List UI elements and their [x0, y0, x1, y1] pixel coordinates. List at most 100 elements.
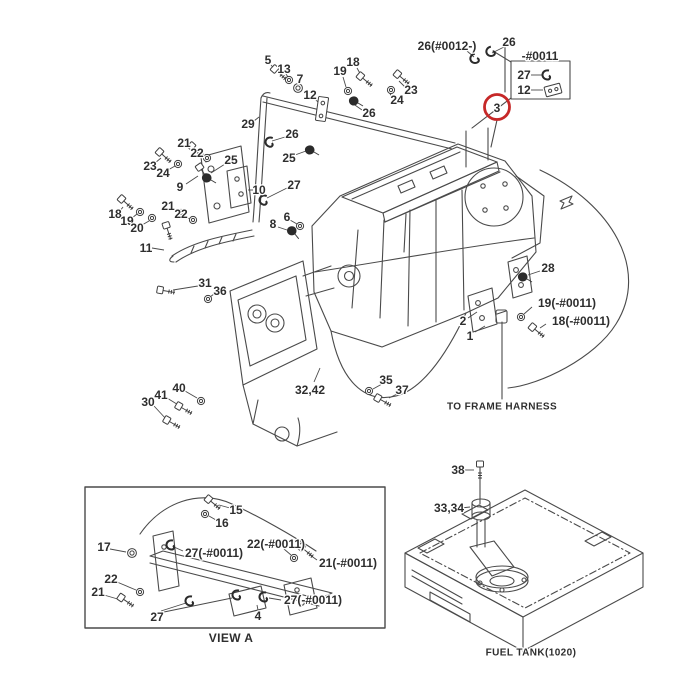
leader-line — [116, 581, 137, 591]
part-number-label: 30 — [141, 395, 155, 409]
bolt-icon — [162, 415, 181, 429]
engine-block — [312, 144, 536, 398]
plate-icon — [315, 96, 329, 122]
highlight-layer — [483, 93, 511, 121]
part-number-label: 23 — [143, 159, 157, 173]
leader-line — [256, 604, 259, 611]
part-number-label: 37 — [395, 383, 409, 397]
part-number-label: 15 — [229, 503, 243, 517]
bolt-icon — [156, 285, 175, 295]
serial-callout-box — [472, 45, 570, 147]
leader-line — [151, 247, 165, 251]
diagram-line-art — [85, 45, 643, 651]
caption: TO FRAME HARNESS — [447, 402, 557, 413]
part-number-label: 31 — [198, 276, 212, 290]
part-number-label: 21(-#0011) — [319, 556, 377, 570]
leader-line — [160, 602, 187, 612]
clamp-icon — [287, 226, 300, 240]
leader-line — [277, 226, 288, 231]
leader-line — [185, 175, 199, 185]
part-number-label: 22 — [190, 146, 204, 160]
part-number-label: 19 — [120, 214, 134, 228]
part-number-label: 32,42 — [295, 383, 325, 397]
leader-line — [131, 213, 138, 219]
small-parts — [116, 45, 563, 608]
bolt-icon — [392, 69, 410, 85]
part-number-label: 21 — [177, 136, 191, 150]
bolt-icon — [527, 322, 545, 338]
bolt-icon — [203, 494, 221, 510]
washer-icon — [147, 213, 157, 223]
leader-line — [294, 150, 307, 156]
part-number-label: 2 — [460, 314, 467, 328]
part-number-label: 18(-#0011) — [552, 314, 610, 328]
part-number-label: 20 — [130, 221, 144, 235]
part-number-label: 27(-#0011) — [284, 593, 342, 607]
caption: VIEW A — [209, 631, 254, 645]
washer-icon — [295, 221, 305, 231]
bolt-icon — [174, 401, 193, 415]
bolt-icon — [269, 64, 287, 81]
part-number-label: 26 — [502, 35, 516, 49]
clip-icon — [469, 52, 480, 64]
fuel-sender-unit — [470, 466, 528, 592]
clip-icon — [541, 69, 552, 81]
clip-icon — [258, 591, 269, 603]
nut-icon — [127, 548, 137, 558]
leader-line — [313, 367, 321, 383]
clip-icon — [264, 136, 274, 148]
part-number-label: 26 — [362, 106, 376, 120]
leader-line — [271, 136, 286, 142]
washer-icon — [135, 207, 145, 217]
highlight-circle — [483, 93, 511, 121]
part-number-label: 21 — [91, 585, 105, 599]
leader-line — [210, 163, 226, 174]
part-number-label: 25 — [224, 153, 238, 167]
washer-icon — [200, 509, 210, 519]
part-number-label: 36 — [213, 284, 227, 298]
washer-icon — [386, 85, 396, 95]
hose — [170, 230, 254, 262]
washer-icon — [188, 215, 198, 225]
leader-line — [154, 157, 162, 164]
part-number-label: 11 — [140, 241, 153, 255]
leader-line — [141, 220, 150, 226]
bolt-icon — [154, 147, 172, 164]
part-number-label: 29 — [241, 117, 255, 131]
pump-assembly — [230, 261, 337, 446]
bolt-icon — [373, 393, 392, 407]
direction-arrow-icon — [560, 196, 573, 209]
leader-line — [474, 325, 486, 333]
part-number-label: 5 — [265, 53, 272, 67]
fuel-tank — [405, 490, 643, 651]
part-number-label: -#0011 — [522, 49, 559, 63]
leader-line — [527, 270, 541, 276]
leader-line — [460, 506, 471, 509]
clip-icon — [485, 45, 496, 57]
bracket-plate-10 — [201, 146, 251, 223]
clamp-icon — [304, 145, 320, 156]
part-number-label: 26 — [285, 127, 299, 141]
washer-icon — [135, 587, 145, 597]
part-number-label: 13 — [277, 62, 291, 76]
leader-line — [173, 546, 184, 552]
leader-line — [539, 323, 547, 329]
washer-icon — [343, 86, 353, 96]
washer-icon — [203, 294, 213, 304]
leader-line — [289, 219, 298, 225]
bolt-icon — [161, 221, 173, 240]
clamp-icon — [348, 96, 364, 107]
part-number-label: 16 — [215, 516, 229, 530]
clip-icon — [258, 194, 268, 206]
clip-icon — [231, 589, 242, 601]
part-number-label: 19 — [333, 64, 347, 78]
part-number-label: 26(#0012-) — [418, 39, 477, 53]
leader-line — [372, 383, 383, 390]
washer-icon — [284, 75, 294, 85]
leader-line — [313, 97, 319, 103]
part-number-label: 4 — [255, 609, 262, 623]
leader-line — [398, 80, 406, 88]
leader-line — [119, 206, 124, 212]
